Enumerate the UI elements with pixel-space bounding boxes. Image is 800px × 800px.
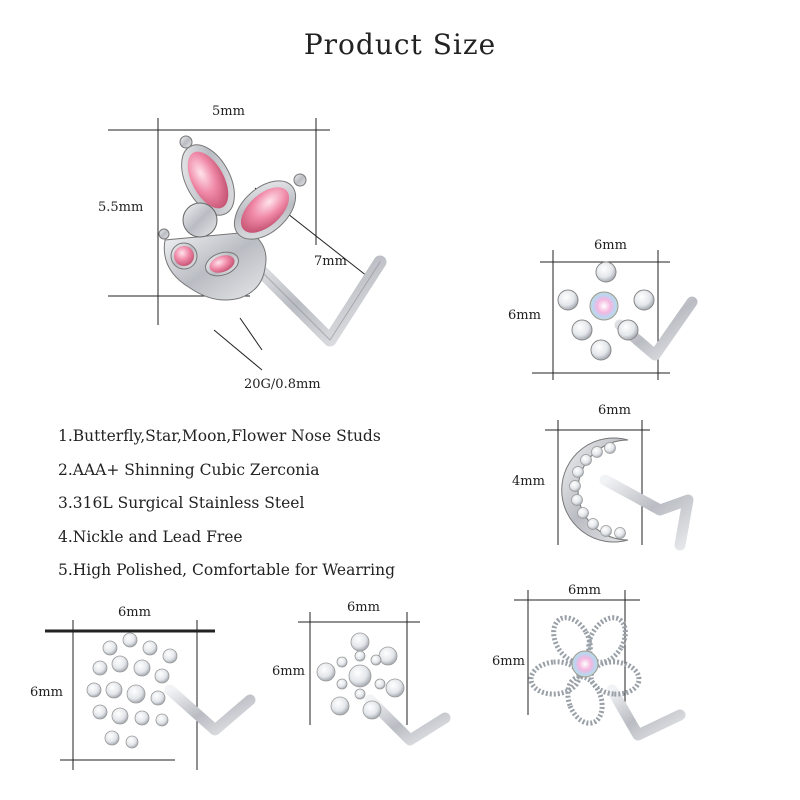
feature-list: 1.Butterfly,Star,Moon,Flower Nose Studs …	[58, 420, 395, 588]
cluster-height-label: 6mm	[30, 685, 63, 700]
star-stud	[532, 250, 698, 380]
moon-height-label: 4mm	[512, 474, 545, 489]
feature-item: 1.Butterfly,Star,Moon,Flower Nose Studs	[58, 427, 381, 445]
butterfly-gauge-label: 20G/0.8mm	[244, 377, 321, 392]
feature-item: 5.High Polished, Comfortable for Wearrin…	[58, 561, 396, 579]
flower-stud	[514, 590, 686, 741]
butterfly-post-length-label: 7mm	[314, 254, 347, 269]
flower-height-label: 6mm	[492, 654, 525, 669]
moon-width-label: 6mm	[598, 403, 631, 418]
snowflake-stud	[298, 612, 451, 746]
star-width-label: 6mm	[594, 238, 627, 253]
feature-item: 2.AAA+ Shinning Cubic Zerconia	[58, 460, 320, 479]
cluster-width-label: 6mm	[118, 605, 151, 620]
flower-width-label: 6mm	[568, 583, 601, 598]
butterfly-height-label: 5.5mm	[98, 200, 144, 215]
snowflake-height-label: 6mm	[272, 664, 305, 679]
moon-stud	[545, 420, 694, 551]
feature-item: 4.Nickle and Lead Free	[58, 527, 243, 546]
feature-item: 3.316L Surgical Stainless Steel	[58, 494, 305, 512]
cluster-stud	[45, 620, 256, 770]
snowflake-width-label: 6mm	[347, 600, 380, 615]
butterfly-width-label: 5mm	[212, 104, 245, 119]
butterfly-stud	[108, 118, 387, 371]
star-height-label: 6mm	[508, 308, 541, 323]
page-title: Product Size	[303, 28, 497, 61]
